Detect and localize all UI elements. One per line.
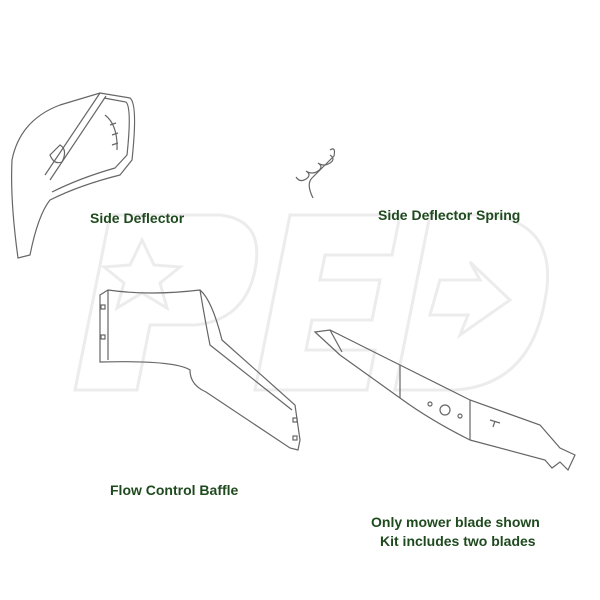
- mower-blade-part: [313, 329, 576, 472]
- spring-part: [295, 148, 336, 199]
- side-deflector-part: [11, 92, 136, 259]
- blade-note-line1: Only mower blade shown: [371, 514, 540, 530]
- side-deflector-label: Side Deflector: [90, 210, 185, 226]
- flow-control-baffle-label: Flow Control Baffle: [110, 482, 239, 498]
- blade-note-line2: Kit includes two blades: [380, 533, 536, 549]
- side-deflector-spring-label: Side Deflector Spring: [378, 207, 521, 223]
- flow-control-baffle-part: [99, 289, 301, 451]
